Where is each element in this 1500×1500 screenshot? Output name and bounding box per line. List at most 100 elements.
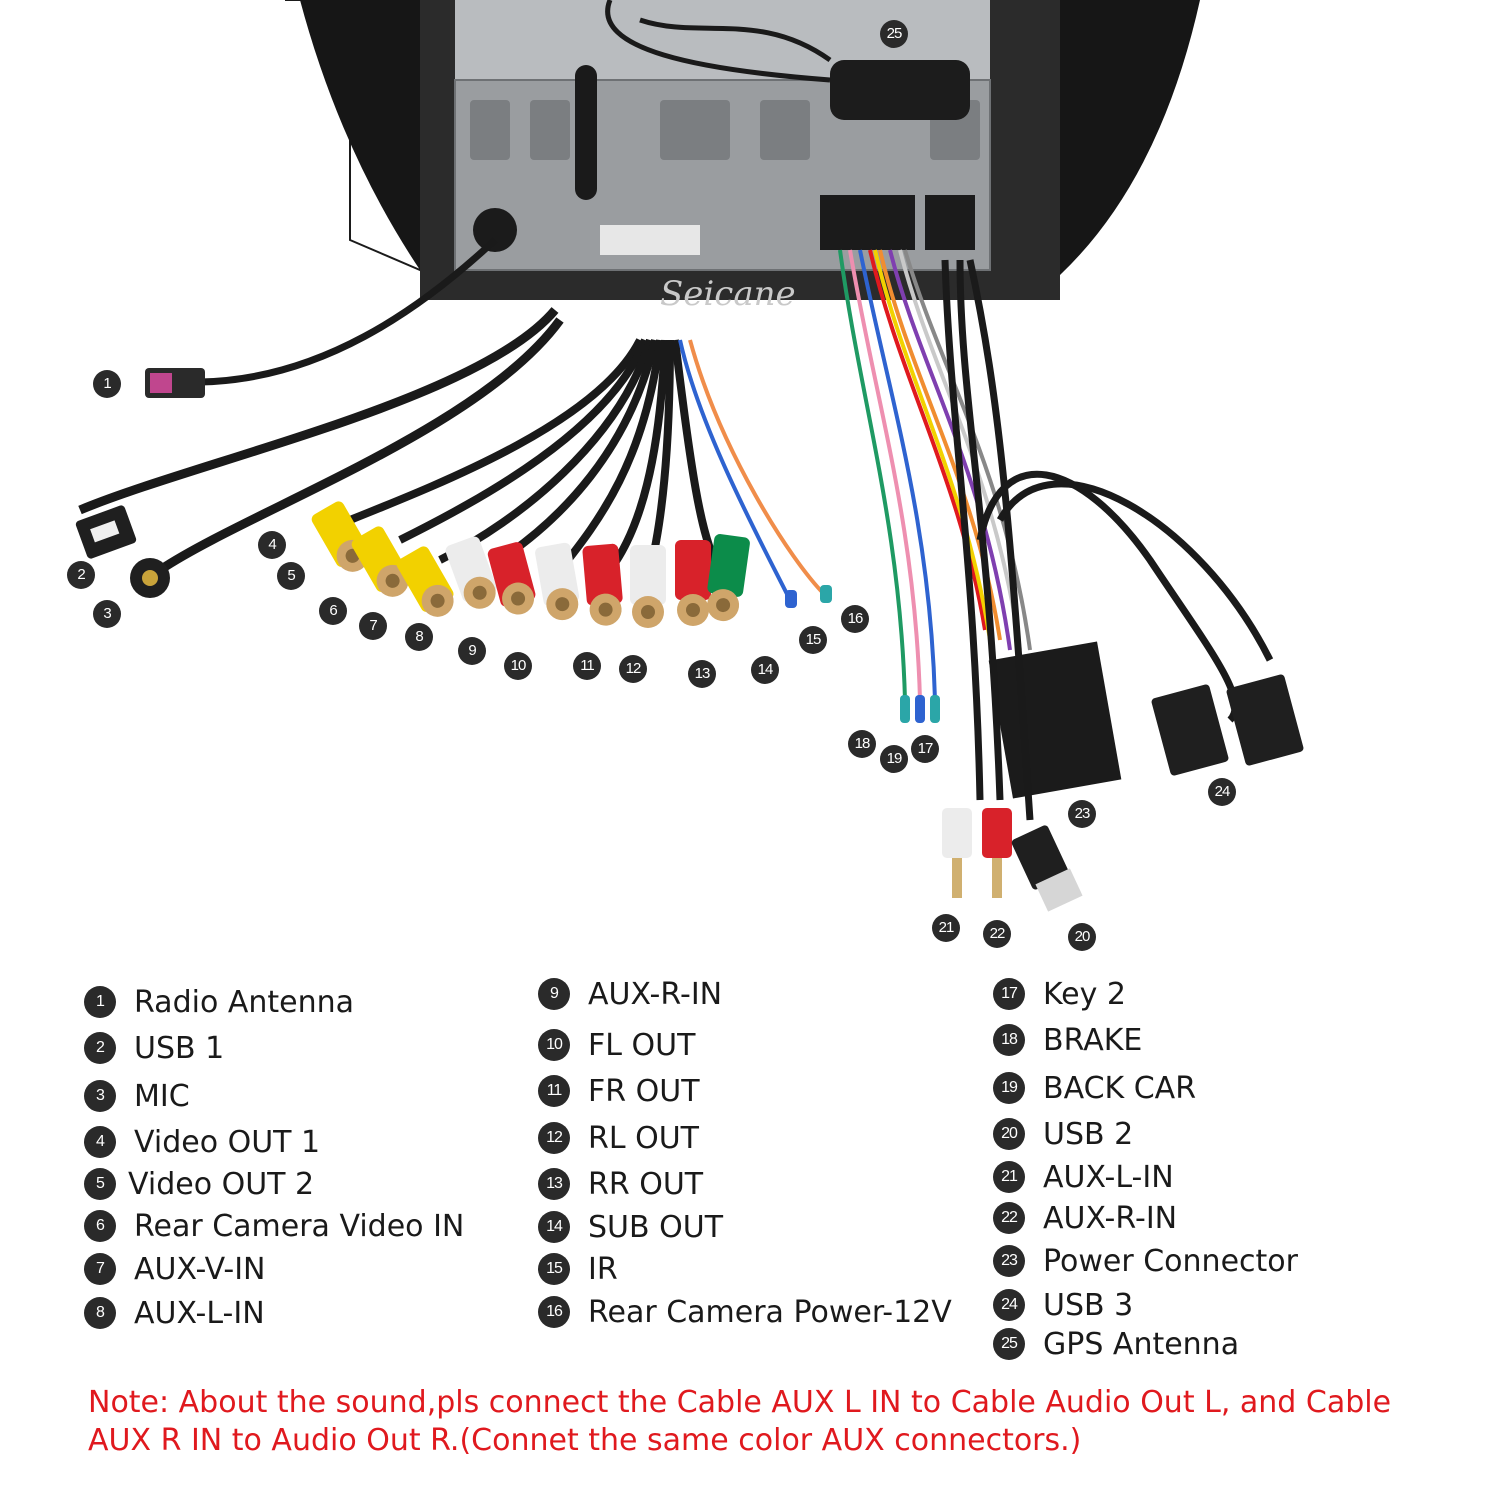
legend-label: USB 3	[1043, 1287, 1134, 1323]
legend-item-video-out-2: 5 Video OUT 2	[84, 1164, 314, 1204]
legend-label: Video OUT 2	[128, 1166, 315, 1202]
wifi-antenna	[575, 65, 597, 200]
callout-12: 12	[619, 655, 647, 683]
legend-label: Rear Camera Power-12V	[588, 1294, 952, 1330]
wiring-illustration: Seicane	[75, 0, 1304, 912]
legend-number: 20	[993, 1118, 1025, 1150]
legend-number: 7	[84, 1253, 116, 1285]
callout-7: 7	[359, 612, 387, 640]
legend-label: USB 2	[1043, 1116, 1134, 1152]
wiring-diagram: Seicane	[67, 0, 1304, 951]
legend-number: 19	[993, 1072, 1025, 1104]
watermark: Seicane	[660, 274, 796, 314]
legend-number: 5	[84, 1168, 116, 1200]
legend-number: 15	[538, 1253, 570, 1285]
callout-16: 16	[841, 605, 869, 633]
legend-item-power-connector: 23 Power Connector	[993, 1241, 1298, 1281]
bezel-right	[1060, 0, 1200, 275]
legend-label: Rear Camera Video IN	[134, 1208, 465, 1244]
legend-label: USB 1	[134, 1030, 225, 1066]
legend-number: 21	[993, 1161, 1025, 1193]
legend-number: 11	[538, 1075, 570, 1107]
callout-5: 5	[277, 562, 305, 590]
legend-item-aux-r-in-2: 22 AUX-R-IN	[993, 1198, 1177, 1238]
power-connector	[988, 641, 1122, 799]
legend-label: AUX-R-IN	[588, 976, 723, 1012]
legend-item-aux-v-in: 7 AUX-V-IN	[84, 1249, 265, 1289]
legend-item-rear-camera-video-in: 6 Rear Camera Video IN	[84, 1206, 464, 1246]
legend-item-back-car: 19 BACK CAR	[993, 1068, 1196, 1108]
callout-23: 23	[1068, 800, 1096, 828]
legend-label: Video OUT 1	[134, 1124, 321, 1160]
legend-label: Radio Antenna	[134, 984, 355, 1020]
legend-label: Power Connector	[1043, 1243, 1298, 1279]
note-line-1: Note: About the sound,pls connect the Ca…	[88, 1385, 1392, 1420]
callout-10: 10	[504, 652, 532, 680]
callout-24: 24	[1208, 778, 1236, 806]
aux-l-in-plug	[942, 808, 972, 858]
legend-label: AUX-V-IN	[134, 1251, 266, 1287]
legend-number: 23	[993, 1245, 1025, 1277]
legend-label: BACK CAR	[1043, 1070, 1197, 1106]
legend-item-video-out-1: 4 Video OUT 1	[84, 1122, 320, 1162]
legend-number: 12	[538, 1122, 570, 1154]
legend-number: 9	[538, 978, 570, 1010]
legend-label: BRAKE	[1043, 1022, 1143, 1058]
legend-number: 14	[538, 1211, 570, 1243]
legend-number: 17	[993, 978, 1025, 1010]
legend-item-brake: 18 BRAKE	[993, 1020, 1142, 1060]
callout-14: 14	[751, 656, 779, 684]
callout-13: 13	[688, 660, 716, 688]
legend-item-rl-out: 12 RL OUT	[538, 1118, 699, 1158]
legend-label: FR OUT	[588, 1073, 700, 1109]
callout-4: 4	[258, 531, 286, 559]
sound-connection-note: Note: About the sound,pls connect the Ca…	[88, 1384, 1468, 1460]
legend-label: MIC	[134, 1078, 190, 1114]
legend-item-fr-out: 11 FR OUT	[538, 1071, 700, 1111]
callout-18: 18	[848, 730, 876, 758]
legend-item-key-2: 17 Key 2	[993, 974, 1126, 1014]
main-harness-plug	[820, 195, 915, 250]
legend-number: 24	[993, 1289, 1025, 1321]
legend-number: 25	[993, 1328, 1025, 1360]
legend-item-radio-antenna: 1 Radio Antenna	[84, 982, 354, 1022]
legend-label: FL OUT	[588, 1027, 696, 1063]
legend-item-aux-r-in: 9 AUX-R-IN	[538, 974, 722, 1014]
callout-19: 19	[880, 745, 908, 773]
callout-8: 8	[405, 623, 433, 651]
legend-label: Key 2	[1043, 976, 1127, 1012]
legend-item-rear-camera-power: 16 Rear Camera Power-12V	[538, 1292, 952, 1332]
legend-number: 3	[84, 1080, 116, 1112]
legend-number: 18	[993, 1024, 1025, 1056]
callout-21: 21	[932, 914, 960, 942]
legend-label: AUX-L-IN	[134, 1295, 265, 1331]
callout-6: 6	[319, 597, 347, 625]
legend-item-fl-out: 10 FL OUT	[538, 1025, 695, 1065]
usb-plug-block	[925, 195, 975, 250]
legend-label: RL OUT	[588, 1120, 699, 1156]
rca-harness-plug	[600, 225, 700, 255]
legend-number: 6	[84, 1210, 116, 1242]
legend-number: 1	[84, 986, 116, 1018]
legend-number: 4	[84, 1126, 116, 1158]
legend-number: 16	[538, 1296, 570, 1328]
callout-2: 2	[67, 561, 95, 589]
usb3-female-a	[1151, 684, 1229, 776]
callout-1: 1	[93, 370, 121, 398]
legend-label: RR OUT	[588, 1166, 704, 1202]
legend-label: AUX-R-IN	[1043, 1200, 1178, 1236]
legend-number: 10	[538, 1029, 570, 1061]
legend-number: 22	[993, 1202, 1025, 1234]
usb2-male	[1011, 825, 1069, 890]
legend-item-rr-out: 13 RR OUT	[538, 1164, 703, 1204]
callout-25: 25	[880, 20, 908, 48]
legend-number: 13	[538, 1168, 570, 1200]
callout-17: 17	[911, 735, 939, 763]
legend-item-mic: 3 MIC	[84, 1076, 190, 1116]
